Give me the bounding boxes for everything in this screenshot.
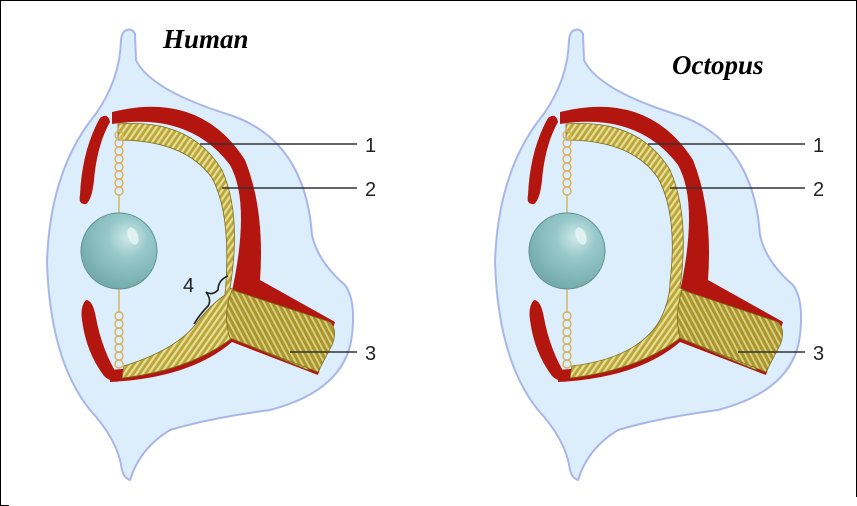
human-title: Human: [163, 24, 249, 55]
human-eye: [47, 30, 357, 481]
human-label-3: 3: [365, 343, 376, 365]
octopus-label-2: 2: [813, 179, 824, 201]
human-label-2: 2: [365, 179, 376, 201]
octopus-lens: [529, 213, 605, 289]
octopus-eye: [495, 30, 805, 481]
octopus-title: Octopus: [672, 50, 764, 81]
human-lens: [81, 213, 157, 289]
human-label-4: 4: [183, 275, 194, 297]
octopus-label-1: 1: [813, 135, 824, 157]
octopus-label-3: 3: [813, 343, 824, 365]
human-label-1: 1: [365, 135, 376, 157]
